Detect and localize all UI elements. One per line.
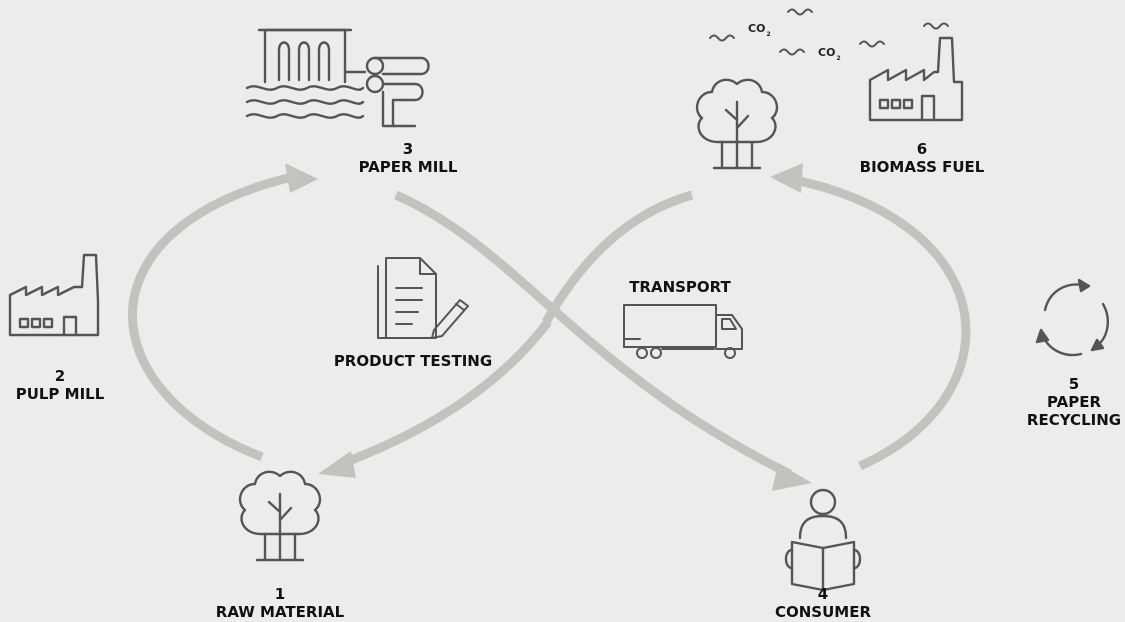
flow-arrow-to-biomass-fuel <box>798 176 971 471</box>
stage-number: 2 <box>54 367 66 385</box>
stage-name: PULP MILL <box>15 385 105 403</box>
transport-label: TRANSPORT <box>629 278 731 296</box>
stage-number: 3 <box>402 140 414 158</box>
emissions: CO2 CO2 <box>709 8 949 62</box>
stage-number: 5 <box>1068 375 1080 393</box>
stage-number: 6 <box>916 140 928 158</box>
flow-arrow-to-biomass <box>542 190 694 325</box>
stage-number: 4 <box>817 585 829 603</box>
factory-icon <box>8 253 100 337</box>
arrowhead-raw-material <box>318 451 356 478</box>
wave-icon <box>859 40 885 48</box>
flow-arrow-to-paper-mill <box>128 173 290 462</box>
wave-icon <box>779 48 805 56</box>
stage-name: PAPER <box>1046 393 1102 411</box>
product-testing-label: PRODUCT TESTING <box>334 352 492 370</box>
truck-icon <box>623 304 743 359</box>
recycle-icon <box>1035 278 1109 357</box>
flow-arrow-to-consumer <box>394 190 792 479</box>
stage-name: PAPER MILL <box>358 158 458 176</box>
stage-label-biomass-fuel: 6 BIOMASS FUEL <box>832 140 1012 176</box>
co2-label-1: CO2 <box>748 22 771 38</box>
wave-icon <box>787 8 813 16</box>
stage-label-raw-material: 1 RAW MATERIAL <box>195 585 365 621</box>
arrowhead-biomass-fuel <box>770 163 803 193</box>
tree-icon <box>238 470 322 562</box>
arrowhead-paper-mill <box>285 163 318 193</box>
stage-label-paper-recycling: 5 PAPER RECYCLING <box>1025 375 1123 429</box>
flow-arrows <box>128 163 971 491</box>
stage-name-line2: RECYCLING <box>1026 411 1122 429</box>
stage-label-paper-mill: 3 PAPER MILL <box>333 140 483 176</box>
stage-name: BIOMASS FUEL <box>859 158 985 176</box>
stage-label-consumer: 4 CONSUMER <box>748 585 898 621</box>
biomass-plant-icon <box>868 36 964 122</box>
arrowhead-consumer <box>772 463 812 491</box>
document-pencil-icon <box>377 257 469 339</box>
stage-label-pulp-mill: 2 PULP MILL <box>0 367 120 403</box>
paper-mill-icon <box>245 28 430 128</box>
wave-icon <box>709 34 735 42</box>
co2-label-2: CO2 <box>818 46 841 62</box>
stage-name: CONSUMER <box>774 603 872 621</box>
stage-name: RAW MATERIAL <box>215 603 345 621</box>
reader-icon <box>784 488 862 592</box>
wave-icon <box>923 22 949 30</box>
stage-number: 1 <box>274 585 286 603</box>
tree-icon-biomass <box>695 78 779 170</box>
flow-arrow-to-raw-material <box>344 319 552 467</box>
